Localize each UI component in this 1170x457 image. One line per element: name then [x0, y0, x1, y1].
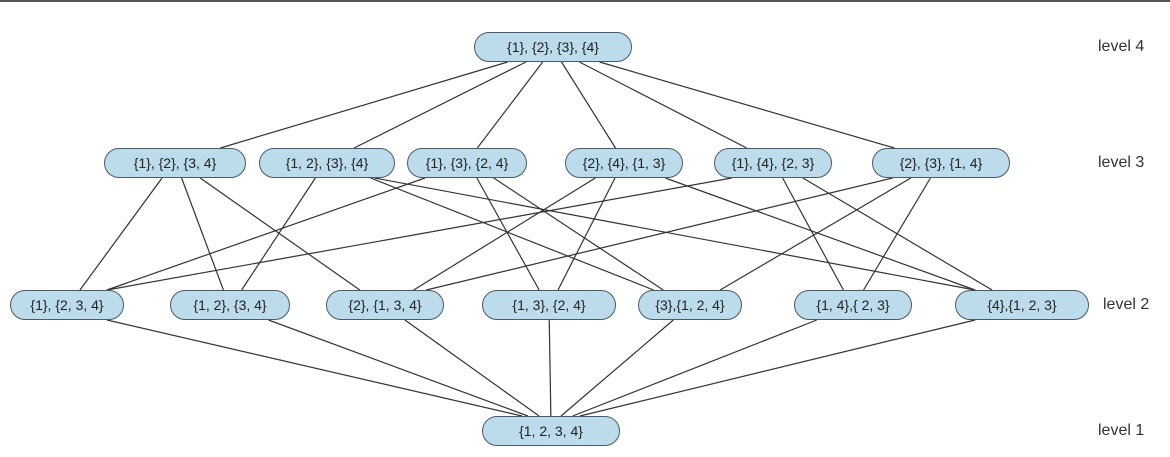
edge	[665, 177, 976, 291]
edge	[353, 61, 527, 149]
edge	[404, 319, 540, 417]
edge	[370, 177, 654, 291]
level-label: level 4	[1098, 38, 1145, 55]
partition-node: {2}, {1, 3, 4}	[326, 290, 444, 320]
edge	[561, 61, 616, 149]
edge	[106, 177, 426, 291]
partition-node: {1}, {2}, {3}, {4}	[474, 32, 632, 62]
edge	[220, 61, 508, 149]
edge	[199, 177, 361, 291]
partition-node: {3},{1, 2, 4}	[638, 290, 742, 320]
partition-node: {1}, {2}, {3, 4}	[104, 148, 246, 178]
edge	[476, 177, 540, 291]
edge	[374, 177, 976, 291]
edge	[782, 177, 844, 291]
edge	[241, 177, 316, 291]
edge	[268, 319, 529, 417]
edge	[579, 319, 976, 417]
partition-node: {4},{1, 2, 3}	[955, 290, 1089, 320]
edge	[106, 319, 523, 417]
level-label: level 3	[1098, 154, 1145, 171]
edge	[557, 177, 616, 291]
partition-node: {2}, {3}, {1, 4}	[872, 148, 1010, 178]
edge	[560, 319, 674, 417]
partition-node: {1}, {4}, {2, 3}	[714, 148, 832, 178]
edge	[719, 177, 912, 291]
edge	[181, 177, 224, 291]
top-rule	[0, 0, 1170, 2]
edge	[548, 319, 552, 417]
level-label: level 1	[1098, 422, 1145, 439]
level-label: level 2	[1103, 296, 1150, 313]
edge	[599, 61, 895, 149]
edge	[426, 177, 893, 291]
edge	[79, 177, 163, 291]
partition-node: {2}, {4}, {1, 3}	[565, 148, 683, 178]
partition-node: {1, 3}, {2, 4}	[482, 290, 616, 320]
partition-node: {1, 4},{ 2, 3}	[794, 290, 912, 320]
edge	[863, 177, 931, 291]
edge	[413, 177, 596, 291]
edge	[579, 61, 747, 149]
partition-node: {1, 2}, {3, 4}	[170, 290, 290, 320]
partition-node: {1}, {3}, {2, 4}	[407, 148, 527, 178]
edge	[476, 61, 544, 149]
edge	[493, 177, 664, 291]
partition-node: {1}, {2, 3, 4}	[10, 290, 124, 320]
partition-node: {1, 2, 3, 4}	[482, 416, 620, 446]
partition-node: {1, 2}, {3}, {4}	[259, 148, 395, 178]
edge	[106, 177, 732, 291]
edge	[572, 319, 817, 417]
